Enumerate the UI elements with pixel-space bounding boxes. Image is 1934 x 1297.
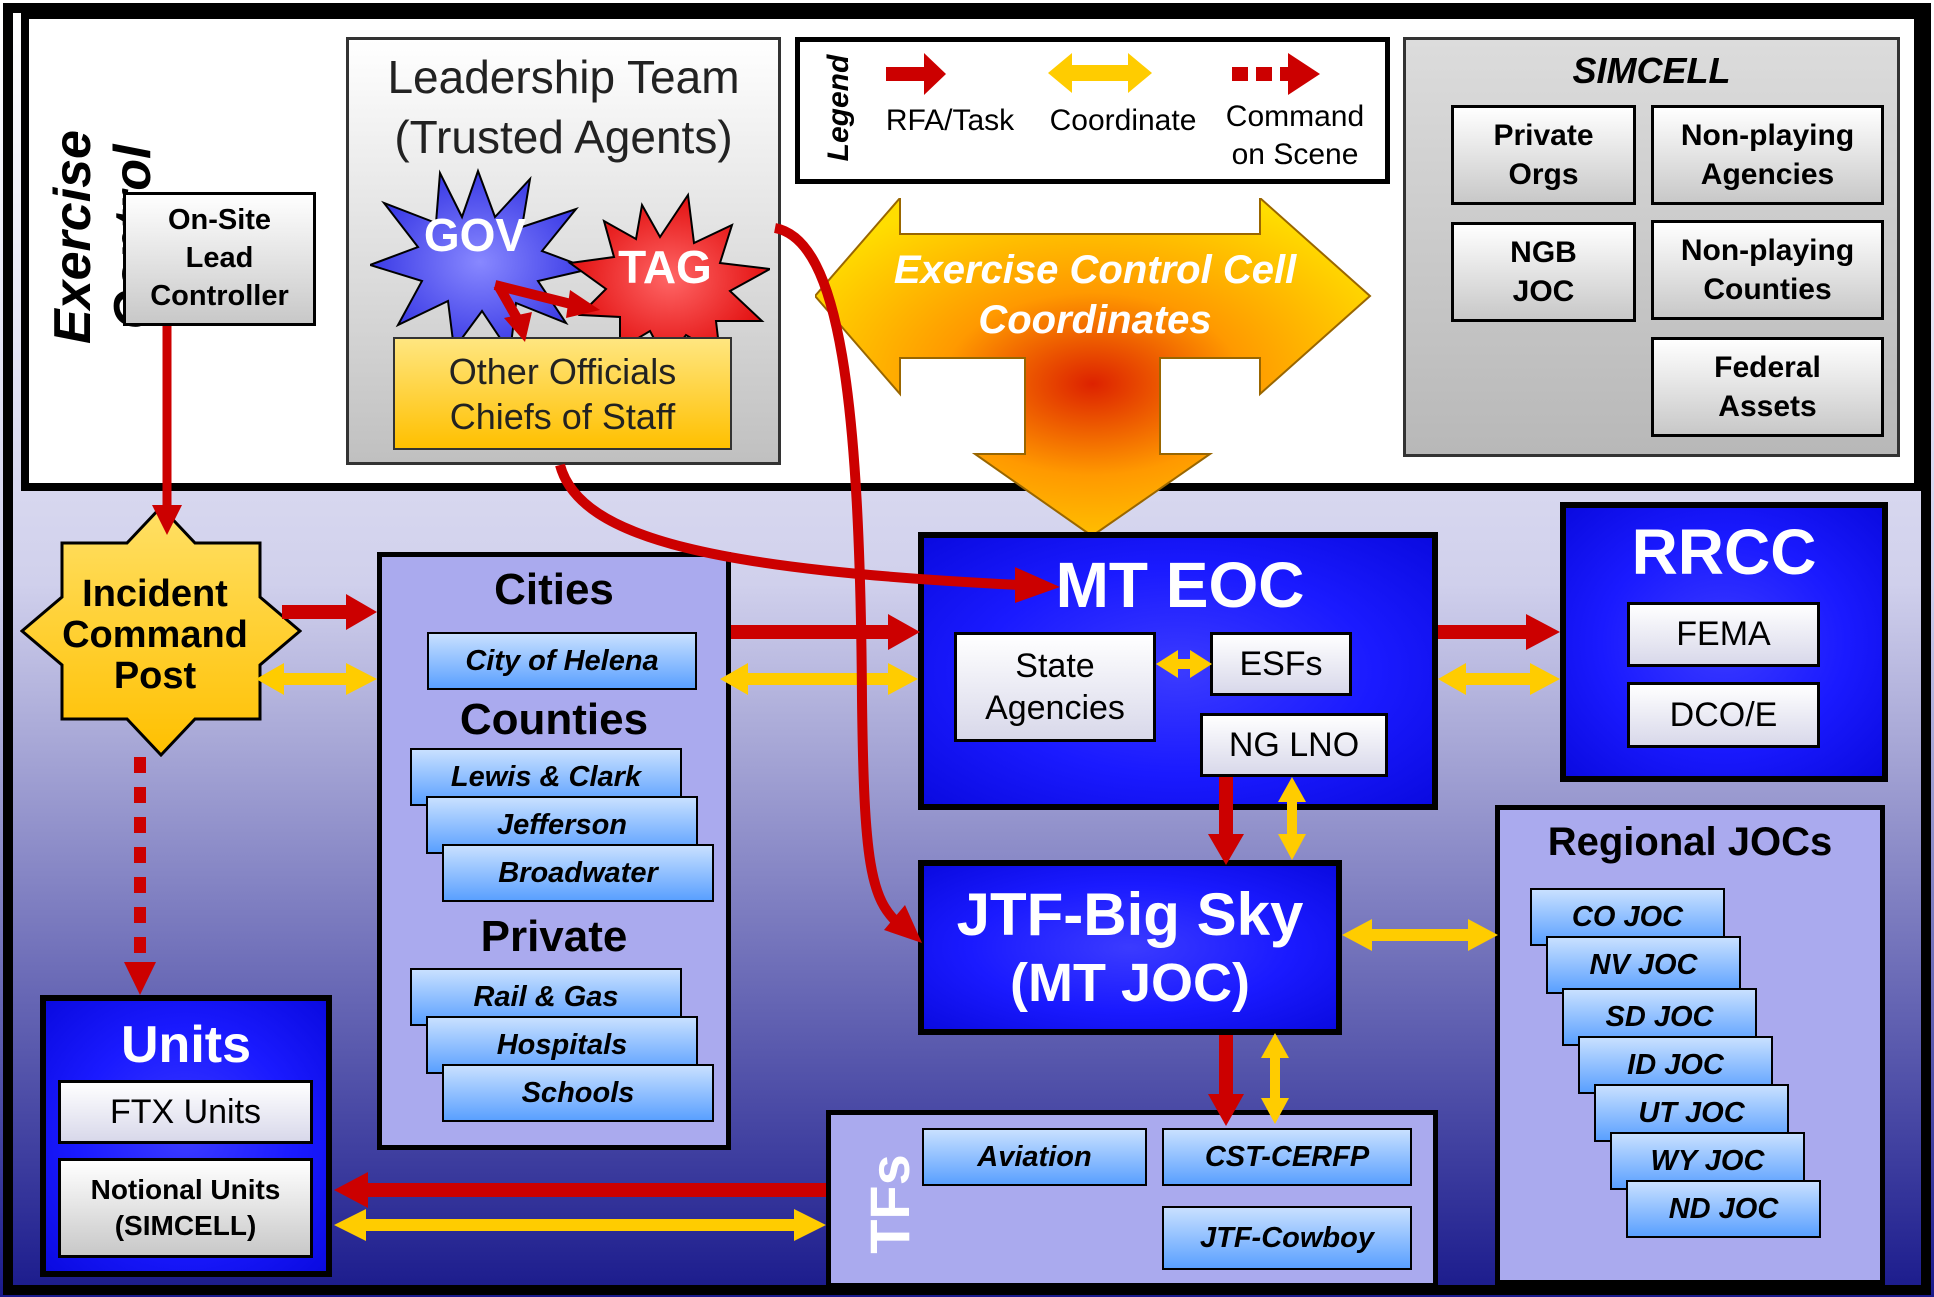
legend-rfa: RFA/Task (885, 104, 1015, 137)
notional-line1: Notional Units (90, 1173, 281, 1205)
on-site-line2: Lead (185, 242, 254, 275)
jtf-line1: JTF-Big Sky (956, 881, 1304, 948)
jtf-line2: (MT JOC) (1010, 953, 1250, 1013)
incident-command-post-shape[interactable] (20, 505, 302, 757)
mt-eoc-title: MT EOC (1055, 549, 1305, 621)
private-title: Private (480, 912, 628, 961)
icp-line1: Incident (82, 573, 228, 615)
simcell-private-orgs[interactable]: Private Orgs (1451, 105, 1636, 205)
city-of-helena[interactable]: City of Helena (427, 632, 697, 690)
dco-e[interactable]: DCO/E (1627, 682, 1820, 748)
private-schools[interactable]: Schools (442, 1064, 714, 1122)
units-title: Units (121, 1016, 251, 1074)
leadership-subtitle: (Trusted Agents) (394, 111, 733, 163)
tf-cst-cerfp[interactable]: CST-CERFP (1162, 1128, 1412, 1186)
tag-label: TAG (618, 241, 712, 293)
regional-title: Regional JOCs (1547, 820, 1833, 864)
counties-title: Counties (459, 695, 649, 744)
other-officials-box[interactable]: Other Officials Chiefs of Staff (393, 337, 732, 450)
simcell-federal-assets[interactable]: Federal Assets (1651, 337, 1884, 437)
nonplaying-agencies-line2: Agencies (1700, 158, 1835, 191)
ngb-joc-line2: JOC (1512, 275, 1575, 308)
icp-line2: Command (62, 614, 248, 656)
gov-label: GOV (423, 209, 527, 261)
ecc-line2: Coordinates (978, 298, 1212, 342)
nonplaying-counties-line2: Counties (1703, 273, 1832, 306)
state-agencies-line2: Agencies (985, 689, 1125, 727)
fema[interactable]: FEMA (1627, 602, 1820, 667)
state-agencies-line1: State (1015, 646, 1095, 685)
jtf-big-sky-panel[interactable] (918, 860, 1342, 1035)
leadership-title: Leadership Team (387, 51, 740, 103)
rrcc-title: RRCC (1631, 516, 1817, 588)
officials-line1: Other Officials (448, 350, 677, 392)
nonplaying-counties-line1: Non-playing (1680, 234, 1855, 267)
legend-coordinate: Coordinate (1049, 104, 1197, 137)
joc-nd[interactable]: ND JOC (1626, 1180, 1821, 1238)
legend-command-1: Command (1225, 100, 1365, 133)
private-orgs-line1: Private (1493, 119, 1594, 152)
simcell-nonplaying-agencies[interactable]: Non-playing Agencies (1651, 105, 1884, 205)
federal-assets-line1: Federal (1714, 351, 1821, 384)
cities-title: Cities (494, 565, 614, 614)
ng-lno[interactable]: NG LNO (1200, 713, 1388, 777)
notional-units[interactable]: Notional Units (SIMCELL) (58, 1158, 313, 1258)
legend-arrows (886, 53, 1320, 95)
legend-command-2: on Scene (1231, 138, 1359, 171)
exercise-control-title: Exercise Control (44, 130, 162, 344)
county-broadwater[interactable]: Broadwater (442, 844, 714, 902)
ecc-line1: Exercise Control Cell (893, 248, 1297, 292)
ngb-joc-line1: NGB (1510, 236, 1577, 269)
on-site-line1: On-Site (167, 204, 272, 237)
tf-jtf-cowboy[interactable]: JTF-Cowboy (1162, 1206, 1412, 1270)
on-site-lead-controller[interactable]: On-Site Lead Controller (123, 192, 316, 326)
icp-line3: Post (113, 655, 197, 697)
officials-line2: Chiefs of Staff (449, 395, 676, 437)
on-site-line3: Controller (150, 279, 289, 312)
simcell-ngb-joc[interactable]: NGB JOC (1451, 222, 1636, 322)
legend-title: Legend (822, 54, 855, 162)
simcell-title: SIMCELL (1572, 50, 1731, 91)
nonplaying-agencies-line1: Non-playing (1680, 119, 1855, 152)
state-agencies[interactable]: State Agencies (954, 632, 1156, 742)
gov-star-icon[interactable] (370, 168, 594, 355)
tf-aviation[interactable]: Aviation (922, 1128, 1147, 1186)
tag-star-icon[interactable] (567, 192, 770, 355)
ftx-units[interactable]: FTX Units (58, 1080, 313, 1144)
joc-nv[interactable]: NV JOC (1546, 936, 1741, 994)
notional-line2: (SIMCELL) (114, 1210, 257, 1241)
tfs-title: TFs (858, 1154, 921, 1254)
simcell-nonplaying-counties[interactable]: Non-playing Counties (1651, 220, 1884, 320)
exercise-control-cell-arrow (815, 198, 1372, 538)
private-orgs-line2: Orgs (1508, 158, 1579, 191)
federal-assets-line2: Assets (1718, 390, 1817, 423)
esfs[interactable]: ESFs (1210, 632, 1352, 696)
